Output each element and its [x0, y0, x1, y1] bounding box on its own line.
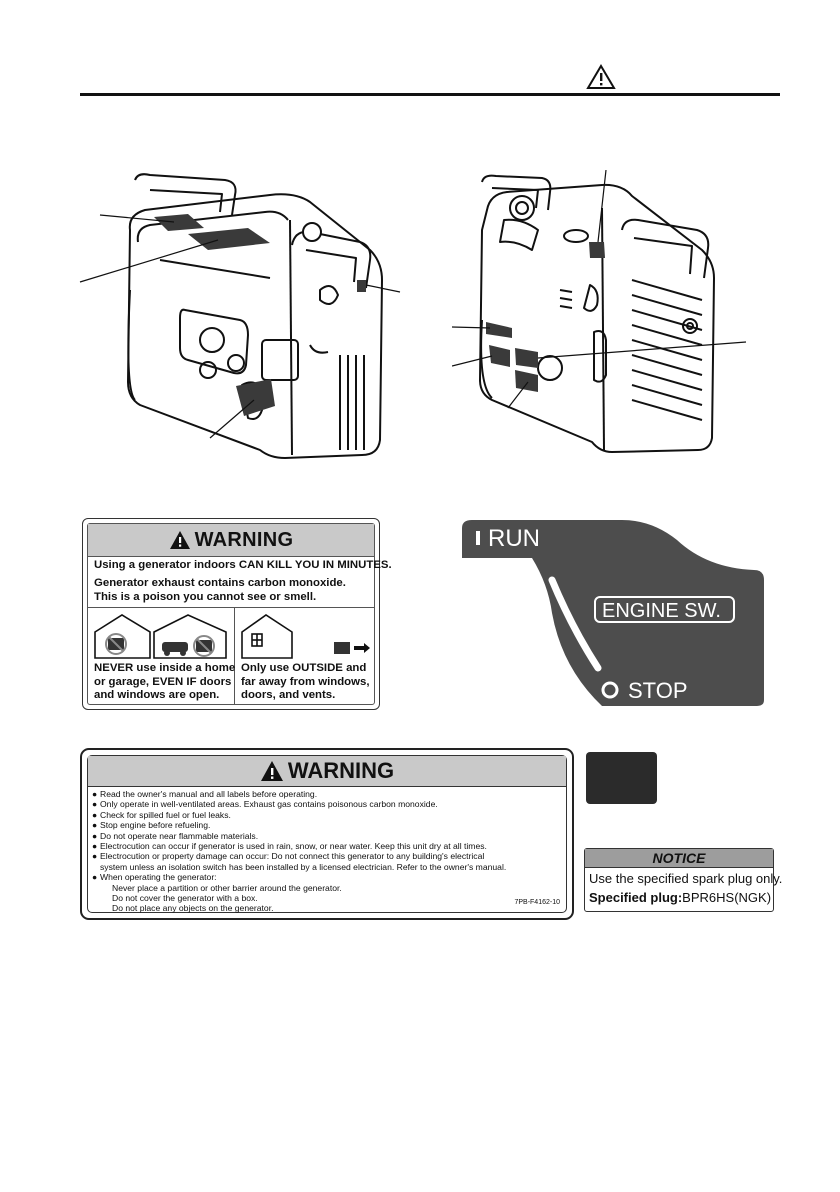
warning-list: ●Read the owner's manual and all labels … [92, 789, 506, 914]
generator-illustration-right [452, 170, 747, 453]
outside-only-caption: Only use OUTSIDE and far away from windo… [241, 662, 370, 701]
warning-heading: WARNING [287, 758, 395, 783]
list-item: ●Read the owner's manual and all labels … [92, 789, 318, 799]
sub-list-item: Do not place any objects on the generato… [112, 903, 274, 914]
spark-plug-notice-label: NOTICE Use the specified spark plug only… [584, 848, 782, 912]
list-item: ●Do not operate near flammable materials… [92, 830, 259, 841]
warning-line-2: Generator exhaust contains carbon monoxi… [94, 577, 346, 589]
general-warning-label: WARNING ●Read the owner's manual and all… [80, 748, 574, 920]
sub-list-item: Never place a partition or other barrier… [112, 882, 342, 893]
never-inside-caption: NEVER use inside a home or garage, EVEN … [94, 662, 236, 701]
black-label-sample [586, 752, 657, 804]
header-rule [80, 93, 780, 96]
list-item: ●Check for spilled fuel or fuel leaks. [92, 809, 231, 820]
list-item: ●Only operate in well-ventilated areas. … [92, 799, 438, 810]
warning-line-1: Using a generator indoors CAN KILL YOU I… [94, 559, 392, 571]
notice-line-2: Specified plug:BPR6HS(NGK) [589, 890, 772, 905]
list-item: ●When operating the generator: [92, 872, 217, 883]
warning-heading: WARNING [194, 528, 294, 551]
sub-list-item: Do not cover the generator with a box. [112, 893, 258, 904]
notice-heading: NOTICE [585, 849, 773, 868]
generator-illustration-left [79, 173, 401, 459]
warning-triangle-icon [260, 761, 283, 781]
warning-header: WARNING [88, 756, 566, 787]
house-garage-pictogram [94, 614, 227, 659]
list-item-continuation: system unless an isolation switch has be… [100, 861, 507, 872]
notice-line-1: Use the specified spark plug only. [589, 871, 783, 886]
list-item: ●Electrocution or property damage can oc… [92, 851, 485, 862]
stop-label: STOP [628, 678, 688, 703]
outdoor-pictogram [241, 614, 370, 659]
warning-header: WARNING [88, 524, 374, 557]
list-item: ●Electrocution can occur if generator is… [92, 841, 487, 852]
engine-switch-label: RUN ENGINE SW. STOP [462, 520, 764, 706]
part-number: 7PB-F4162-10 [514, 899, 560, 906]
warning-triangle-icon [586, 64, 616, 89]
warning-triangle-icon [169, 531, 190, 549]
list-item: ●Stop engine before refueling. [92, 820, 211, 831]
warning-line-3: This is a poison you cannot see or smell… [94, 591, 317, 603]
engine-sw-title: ENGINE SW. [602, 600, 721, 622]
carbon-monoxide-warning-label: WARNING Using a generator indoors CAN KI… [82, 518, 392, 710]
run-label: RUN [488, 525, 540, 552]
